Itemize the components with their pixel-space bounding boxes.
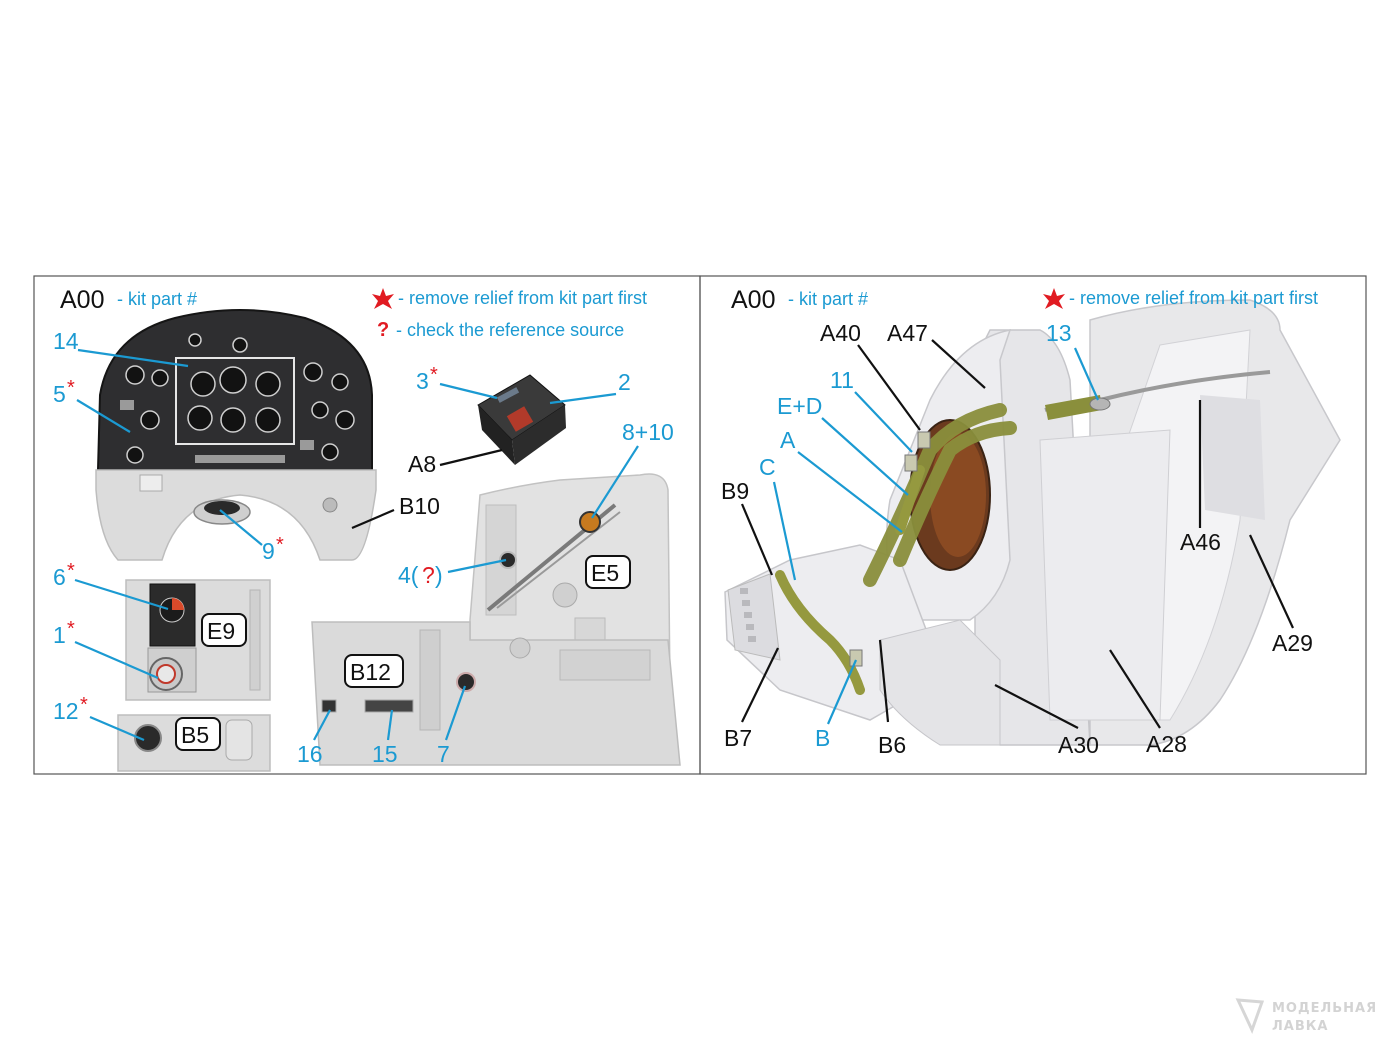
decal-a: A — [780, 427, 796, 453]
watermark-line2: ЛАВКА — [1272, 1019, 1328, 1034]
boxed-b12: B12 — [350, 659, 391, 685]
left-title-code: A00 — [60, 286, 104, 314]
right-star-marker — [1043, 288, 1065, 309]
console-b12-illustration — [311, 621, 681, 766]
part-a30: A30 — [1058, 732, 1099, 758]
boxed-frames — [175, 555, 631, 751]
watermark-logo: МОДЕЛЬНАЯ ЛАВКА — [1235, 998, 1377, 1034]
right-title-code: A00 — [731, 286, 775, 314]
boxed-b5: B5 — [181, 722, 209, 748]
decal-7: 7 — [437, 741, 450, 767]
decal-13: 13 — [1046, 320, 1072, 346]
decal-b: B — [815, 725, 830, 751]
decal-9-star: * — [276, 534, 284, 556]
boxed-e9: E9 — [207, 618, 235, 644]
decal-12: 12 — [53, 698, 79, 724]
left-legend-q-text: - check the reference source — [396, 320, 624, 340]
decal-9: 9 — [262, 538, 275, 564]
decal-1-star: * — [67, 618, 75, 640]
left-legend-question-mark: ? — [377, 319, 389, 341]
part-a29: A29 — [1272, 630, 1313, 656]
right-legend-star-text: - remove relief from kit part first — [1069, 288, 1318, 308]
decal-6-star: * — [67, 560, 75, 582]
decal-4-question-mark: ? — [422, 562, 435, 588]
part-b7: B7 — [724, 725, 752, 751]
decal-14: 14 — [53, 328, 79, 354]
decal-5-star: * — [67, 377, 75, 399]
right-panel-border — [699, 275, 1367, 775]
cockpit-tub-illustration — [724, 299, 1341, 746]
right-title-suffix: - kit part # — [788, 289, 868, 309]
part-a40: A40 — [820, 320, 861, 346]
part-a47: A47 — [887, 320, 928, 346]
decal-8-10: 8+10 — [622, 419, 674, 445]
decal-12-star: * — [80, 694, 88, 716]
boxed-e5: E5 — [591, 560, 619, 586]
part-a28: A28 — [1146, 731, 1187, 757]
left-star-marker — [372, 288, 394, 309]
panel-e9-illustration — [125, 579, 271, 701]
watermark-line1: МОДЕЛЬНАЯ — [1272, 1001, 1377, 1016]
decal-3: 3 — [416, 368, 429, 394]
instrument-panel-illustration — [95, 309, 377, 561]
decal-5: 5 — [53, 381, 66, 407]
decal-4: 4( — [398, 562, 419, 588]
left-title-suffix: - kit part # — [117, 289, 197, 309]
part-a46: A46 — [1180, 529, 1221, 555]
side-wall-e5-illustration — [469, 473, 671, 691]
decal-11: 11 — [830, 367, 854, 393]
decal-15: 15 — [372, 741, 398, 767]
part-b6: B6 — [878, 732, 906, 758]
part-a8-illustration — [477, 374, 566, 465]
part-b10: B10 — [399, 493, 440, 519]
decal-2: 2 — [618, 369, 631, 395]
decal-1: 1 — [53, 622, 66, 648]
part-a8: A8 — [408, 451, 436, 477]
leader-lines — [74, 339, 1294, 742]
left-legend-star-text: - remove relief from kit part first — [398, 288, 647, 308]
decal-c: C — [759, 454, 776, 480]
decal-6: 6 — [53, 564, 66, 590]
part-b9: B9 — [721, 478, 749, 504]
decal-e-plus-d: E+D — [777, 393, 822, 419]
decal-3-star: * — [430, 364, 438, 386]
decal-16: 16 — [297, 741, 323, 767]
decal-4-close: ) — [435, 562, 443, 588]
